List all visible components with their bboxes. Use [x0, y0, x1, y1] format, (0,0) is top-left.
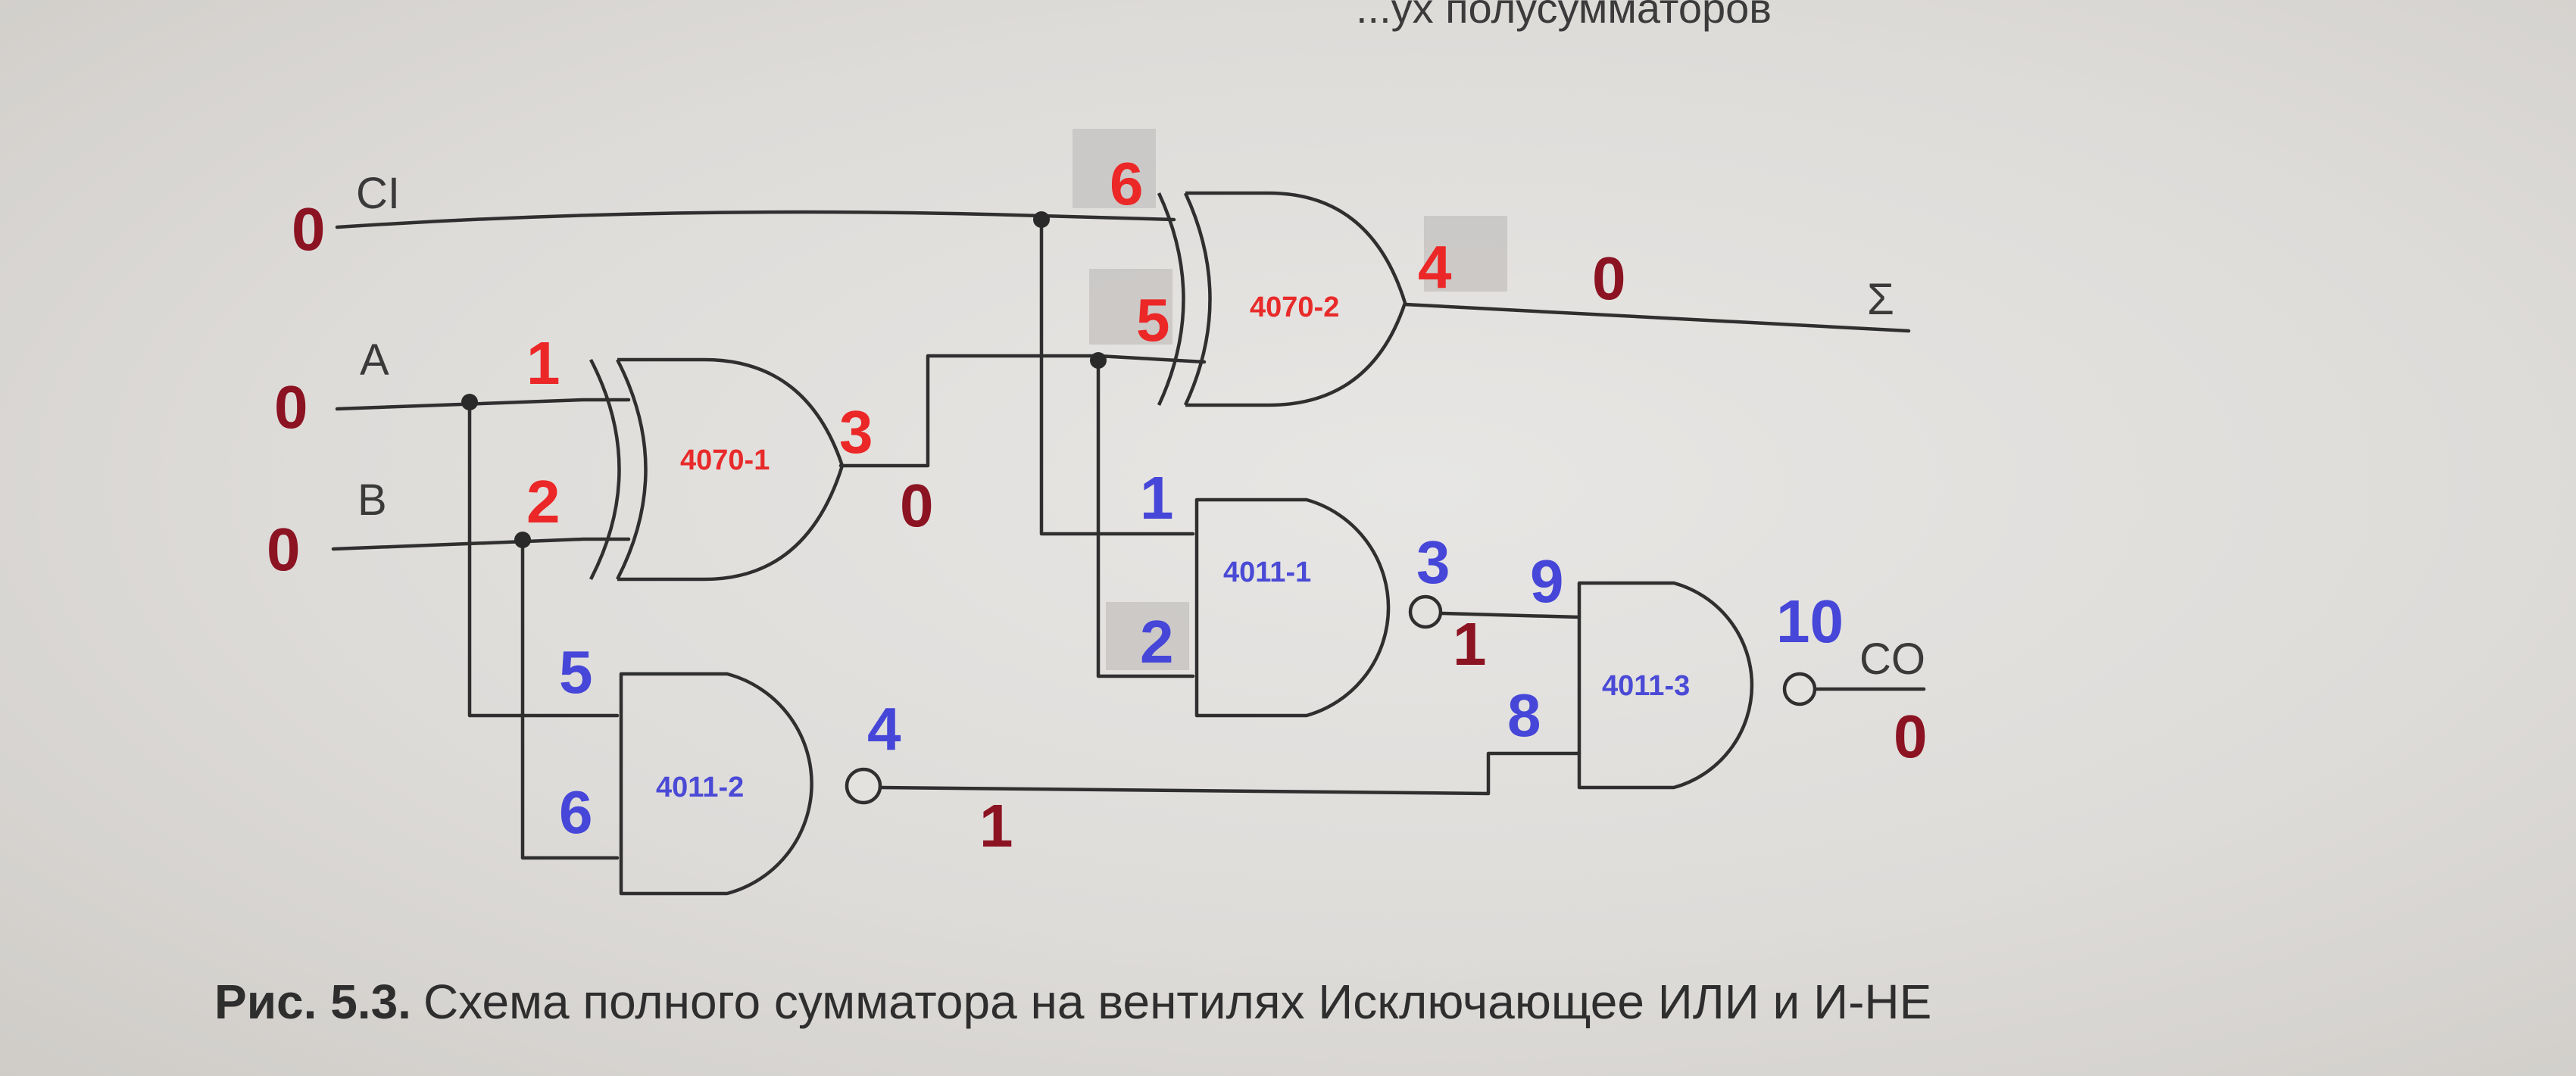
value-xor1-out: 0	[900, 472, 934, 539]
gate-label-4070-2: 4070-2	[1250, 292, 1339, 323]
page-header-text: ...ух полусумматоров	[1356, 0, 1772, 32]
pin-xor1-3: 3	[839, 398, 873, 466]
junction-dot	[514, 532, 531, 548]
gate-label-4011-2: 4011-2	[656, 772, 744, 803]
pin-nand1-1: 1	[1140, 464, 1174, 532]
junction-dot	[1090, 352, 1107, 369]
value-nand2-out: 1	[979, 792, 1013, 859]
figure-caption-label: Рис. 5.3.	[214, 975, 411, 1029]
pin-nand2-6: 6	[559, 778, 593, 846]
pin-nand1-3: 3	[1416, 529, 1450, 596]
pin-nand1-2: 2	[1140, 608, 1174, 675]
pin-highlight	[1106, 602, 1189, 670]
nand-gate-4011-3	[1577, 581, 1817, 790]
pin-xor2-4: 4	[1418, 233, 1452, 301]
figure-caption-text: Схема полного сумматора на вентилях Искл…	[423, 975, 1931, 1029]
ci-label: CI	[356, 169, 400, 218]
pin-nand3-10: 10	[1776, 588, 1844, 655]
gate-label-4011-3: 4011-3	[1602, 670, 1690, 702]
xor-gate-4070-2	[1157, 191, 1407, 407]
sum-wire	[1403, 302, 1911, 333]
value-a: 0	[274, 373, 308, 441]
a-label: A	[360, 335, 389, 385]
nand2-out-wire	[879, 751, 1582, 796]
sum-label: Σ	[1867, 275, 1894, 324]
a-branch-wire	[467, 399, 620, 718]
xor1-out-wire	[838, 354, 1207, 468]
a-wire	[335, 398, 631, 411]
b-wire	[331, 537, 631, 551]
value-ci: 0	[292, 195, 326, 263]
value-sum: 0	[1592, 245, 1626, 312]
pin-highlight	[1424, 216, 1507, 292]
nand-gate-4011-2	[619, 672, 882, 896]
pin-nand2-4: 4	[867, 695, 901, 763]
value-nand1-out: 1	[1453, 610, 1487, 678]
pin-highlight	[1089, 269, 1172, 345]
pin-xor2-6: 6	[1110, 150, 1144, 217]
pin-xor1-2: 2	[526, 468, 560, 535]
value-co: 0	[1894, 703, 1928, 770]
gate-label-4011-1: 4011-1	[1223, 557, 1311, 588]
ci-branch-wire	[1039, 217, 1195, 536]
b-label: B	[358, 476, 387, 525]
value-b: 0	[267, 516, 301, 583]
ci-wire	[335, 210, 1176, 229]
xor-gate-4070-1	[589, 357, 845, 582]
pin-xor2-5: 5	[1136, 286, 1170, 354]
pin-nand3-9: 9	[1530, 547, 1564, 615]
xor1-branch-wire	[1096, 354, 1195, 678]
pin-nand3-8: 8	[1507, 681, 1541, 749]
nand1-out-wire	[1439, 611, 1582, 619]
junction-dot	[461, 394, 478, 410]
gate-label-4070-1: 4070-1	[680, 444, 770, 476]
pin-nand2-5: 5	[559, 638, 593, 706]
nand-gate-4011-1	[1194, 497, 1443, 718]
b-branch-wire	[520, 539, 620, 860]
figure-caption: Рис. 5.3.Схема полного сумматора на вент…	[214, 975, 1931, 1029]
pin-highlight	[1073, 129, 1156, 208]
junction-dot	[1033, 211, 1050, 228]
pin-xor1-1: 1	[526, 329, 560, 397]
co-label: CO	[1859, 635, 1925, 684]
